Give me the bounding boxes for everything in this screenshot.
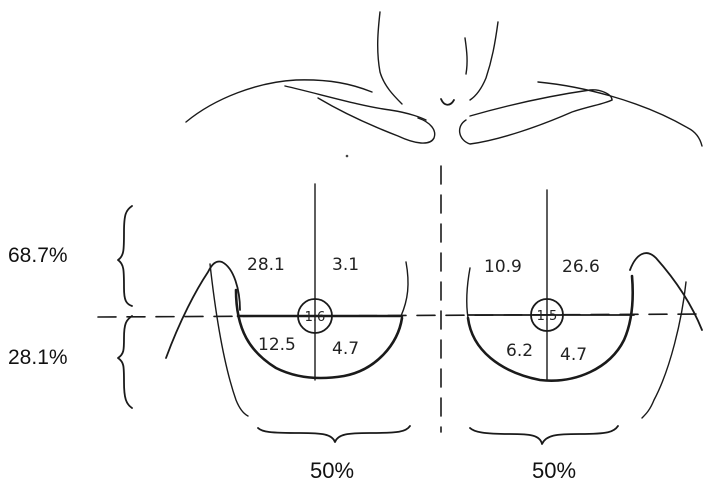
suprasternal-notch [441,99,454,105]
lower-vertical-brace [118,316,132,408]
left-upper-inner-value: 3.1 [332,255,359,275]
torso-outline [186,12,702,146]
left-lower-inner-value: 4.7 [332,339,359,359]
right-lower-inner-value: 6.2 [506,341,533,361]
right-collarbone-upper [470,90,612,116]
left-percentage-label: 50% [310,458,354,483]
right-breast: 1.5 10.9 26.6 6.2 4.7 [467,190,702,444]
neck-inner-stroke [465,38,467,74]
neck-left-line [378,12,402,104]
upper-percentage-label: 68.7% [8,244,68,267]
right-shoulder-line [538,82,702,146]
sternum-dot [346,155,349,158]
right-areola-value: 1.5 [537,309,558,324]
left-areola-value: 1.6 [305,310,326,325]
left-bottom-brace [258,426,410,442]
neck-right-line [470,22,498,100]
right-breast-outer-contour [630,253,702,330]
left-side-line [210,264,248,416]
upper-vertical-brace [118,206,132,306]
left-collarbone-lower [318,98,435,143]
right-breast-upper-left [467,268,470,318]
right-bottom-brace [470,426,618,444]
right-upper-outer-value: 26.6 [562,257,600,277]
right-side-line [642,282,686,418]
right-collarbone-lower [460,100,612,144]
left-upper-outer-value: 28.1 [247,255,285,275]
left-breast-fold [236,290,402,378]
left-breast-upper-right [401,262,408,316]
left-lower-outer-value: 12.5 [258,335,296,355]
left-collarbone-upper [285,86,426,120]
right-upper-inner-value: 10.9 [484,257,522,277]
right-breast-fold [468,276,633,381]
right-percentage-label: 50% [532,458,576,483]
left-breast-outer-contour [166,261,240,358]
lower-percentage-label: 28.1% [8,346,68,369]
right-lower-outer-value: 4.7 [560,345,587,365]
left-breast: 1.6 28.1 3.1 12.5 4.7 [166,184,410,442]
